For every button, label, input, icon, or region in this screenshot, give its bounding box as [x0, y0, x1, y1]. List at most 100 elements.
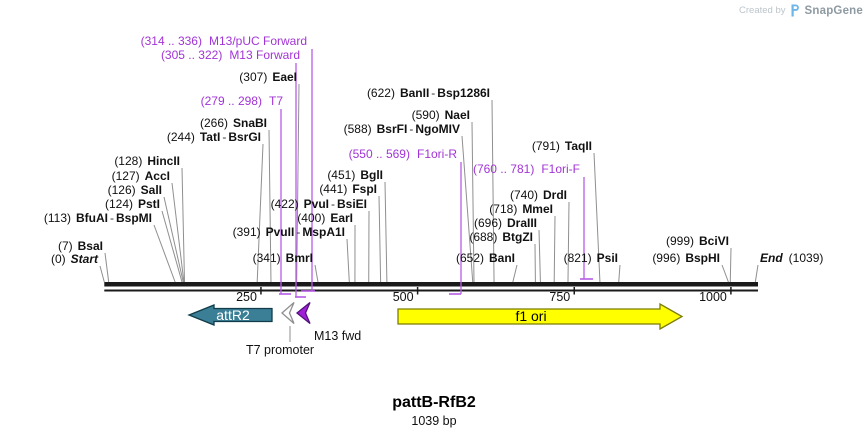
restriction-site-label[interactable]: (451) BglI — [327, 169, 383, 182]
primer-label[interactable]: (760 .. 781) F1ori-F — [473, 163, 580, 176]
restriction-site-label[interactable]: (113)BfuAI-BspMI — [44, 212, 152, 225]
snapgene-logo-icon — [791, 4, 799, 17]
restriction-site-label[interactable]: (821)PsiI — [564, 252, 618, 265]
restriction-site-label[interactable]: (127)AccI — [112, 170, 170, 183]
site-name-separator: - — [330, 197, 335, 211]
site-name: TaqII — [564, 139, 592, 153]
site-name: BglI — [360, 168, 383, 182]
restriction-site-label[interactable]: (652)BanI — [456, 252, 515, 265]
ruler-tick-label: 1000 — [699, 290, 727, 304]
site-name: TatI — [199, 130, 221, 144]
site-position: (113) — [43, 211, 71, 225]
site-name-separator: - — [110, 211, 114, 225]
site-name-2: BsrGI — [228, 130, 261, 144]
restriction-site-label[interactable]: (740)DrdI — [510, 189, 567, 202]
site-name-2: NgoMIV — [415, 122, 460, 136]
restriction-site-label[interactable]: (244)TatI-BsrGI — [167, 131, 261, 144]
site-name: PvuII — [265, 225, 295, 239]
site-position: (422) — [270, 197, 299, 211]
primer-label[interactable]: (305 .. 322)M13 Forward — [161, 49, 300, 62]
site-name-2: BsiEI — [336, 197, 367, 211]
site-position: (791) — [531, 139, 560, 153]
primer-range: (760 .. 781) — [472, 162, 535, 176]
ruler-tick-label: 250 — [236, 290, 257, 304]
site-position: (341) — [252, 251, 281, 265]
site-name: MmeI — [522, 202, 553, 216]
restriction-site-label[interactable]: End(1039) — [760, 252, 823, 265]
site-connector-line — [296, 83, 300, 283]
site-connector-line — [512, 264, 518, 283]
restriction-site-label[interactable]: (400) EarI — [297, 212, 353, 225]
restriction-site-label[interactable]: (0)Start — [51, 253, 98, 266]
primer-range: (314 .. 336) — [140, 34, 202, 48]
site-name: BciVI — [698, 234, 729, 248]
primer-name: F1ori-F — [541, 162, 580, 176]
restriction-site-label[interactable]: (7)BsaI — [58, 240, 103, 253]
site-name-2: Bsp1286I — [437, 86, 490, 100]
site-connector-line — [346, 238, 350, 283]
site-connector-line — [618, 264, 621, 283]
attr2-feature[interactable] — [187, 304, 273, 326]
restriction-site-label[interactable]: (126)SalI — [108, 184, 162, 197]
restriction-site-label[interactable]: (996)BspHI — [652, 252, 720, 265]
restriction-site-label[interactable]: (688)BtgZI — [469, 231, 533, 244]
m13-fwd-feature[interactable] — [295, 301, 311, 325]
site-connector-line — [163, 196, 184, 283]
restriction-site-label[interactable]: (622)BanII-Bsp1286I — [367, 87, 490, 100]
site-position: (7) — [57, 239, 73, 253]
ruler-tick-label: 750 — [549, 290, 571, 304]
site-name: BmrI — [285, 251, 313, 265]
feature-sublabel: T7 promoter — [246, 343, 315, 357]
restriction-site-label[interactable]: (307)EaeI — [239, 71, 297, 84]
restriction-site-label[interactable]: (391)PvuII-MspA1I — [233, 226, 345, 239]
restriction-site-label[interactable]: (124)PstI — [105, 198, 160, 211]
site-connector-line — [729, 247, 732, 283]
site-position: (441) — [319, 182, 348, 196]
site-name: PsiI — [596, 251, 618, 265]
primer-name: M13 Forward — [229, 48, 300, 62]
site-name: EarI — [330, 211, 353, 225]
site-name-separator: - — [296, 225, 301, 239]
restriction-site-label[interactable]: (588)BsrFI-NgoMIV — [344, 123, 460, 136]
site-connector-line — [314, 264, 319, 283]
site-position: (590) — [411, 108, 440, 122]
site-connector-line — [171, 182, 185, 283]
restriction-site-label[interactable]: (441) FspI — [319, 183, 377, 196]
restriction-site-label[interactable]: (999)BciVI — [666, 235, 729, 248]
watermark-created-by: Created by — [739, 5, 786, 16]
restriction-site-label[interactable]: (791) TaqII — [532, 140, 592, 153]
restriction-site-label[interactable]: (590)NaeI — [412, 109, 470, 122]
restriction-site-label[interactable]: (718)MmeI — [489, 203, 553, 216]
site-name: End — [760, 251, 783, 265]
site-name: AccI — [144, 169, 170, 183]
restriction-site-label[interactable]: (128)HincII — [114, 155, 180, 168]
site-name-separator: - — [431, 86, 436, 100]
site-name: FspI — [352, 182, 377, 196]
site-connector-line — [721, 264, 729, 283]
site-connector-line — [567, 201, 570, 283]
site-position: (588) — [343, 122, 372, 136]
primer-label[interactable]: (550 .. 569)F1ori-R — [349, 148, 457, 161]
site-connector-line — [384, 181, 388, 283]
site-position: (451) — [327, 168, 356, 182]
map-length: 1039 bp — [411, 414, 457, 428]
site-name: HincII — [147, 154, 180, 168]
site-connector-line — [256, 143, 264, 283]
site-position: (740) — [509, 188, 538, 202]
restriction-site-label[interactable]: (341) BmrI — [253, 252, 313, 265]
site-position: (391) — [232, 225, 261, 239]
restriction-site-label[interactable]: (696)DraIII — [474, 217, 537, 230]
t7-promoter-feature[interactable] — [281, 302, 295, 324]
site-connector-line — [99, 265, 105, 283]
primer-label[interactable]: (279 .. 298)T7 — [201, 95, 283, 108]
primer-range: (279 .. 298) — [200, 94, 262, 108]
primer-label[interactable]: (314 .. 336)M13/pUC Forward — [141, 35, 307, 48]
site-connector-line — [754, 264, 759, 283]
restriction-site-label[interactable]: (266)SnaBI — [200, 117, 267, 130]
f1-ori-feature[interactable] — [397, 302, 684, 331]
site-name: BanII — [399, 86, 430, 100]
site-position: (400) — [297, 211, 326, 225]
restriction-site-label[interactable]: (422)PvuI-BsiEI — [271, 198, 367, 211]
site-name-separator: - — [222, 130, 227, 144]
ruler-tick-label: 500 — [392, 290, 414, 304]
